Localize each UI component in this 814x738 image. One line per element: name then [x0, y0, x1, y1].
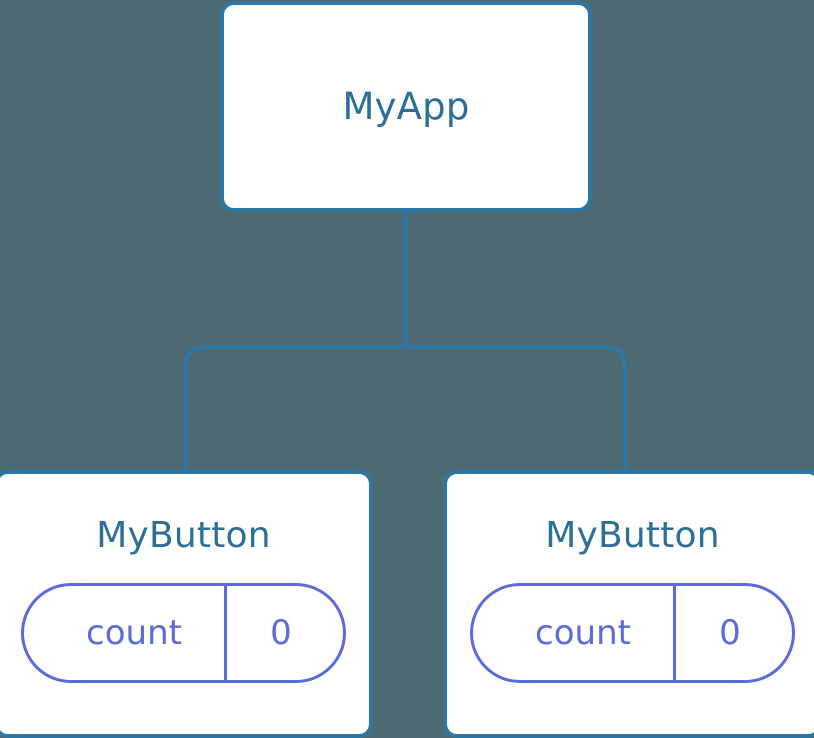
node-title: MyButton	[545, 515, 720, 556]
state-key: count	[535, 613, 631, 653]
node-title: MyApp	[342, 85, 470, 128]
state-pill[interactable]: count 0	[470, 583, 795, 683]
node-child-mybutton-1[interactable]: MyButton count 0	[0, 470, 373, 738]
state-pill-divider	[673, 586, 676, 680]
edge-to-child-left	[183, 345, 406, 472]
node-child-mybutton-2[interactable]: MyButton count 0	[443, 470, 814, 738]
state-pill[interactable]: count 0	[21, 583, 346, 683]
state-value: 0	[719, 613, 741, 653]
state-value: 0	[270, 613, 292, 653]
node-title: MyButton	[96, 515, 271, 556]
state-key: count	[86, 613, 182, 653]
node-root-myapp[interactable]: MyApp	[220, 1, 592, 212]
edge-to-child-right	[405, 345, 627, 472]
state-pill-divider	[224, 586, 227, 680]
